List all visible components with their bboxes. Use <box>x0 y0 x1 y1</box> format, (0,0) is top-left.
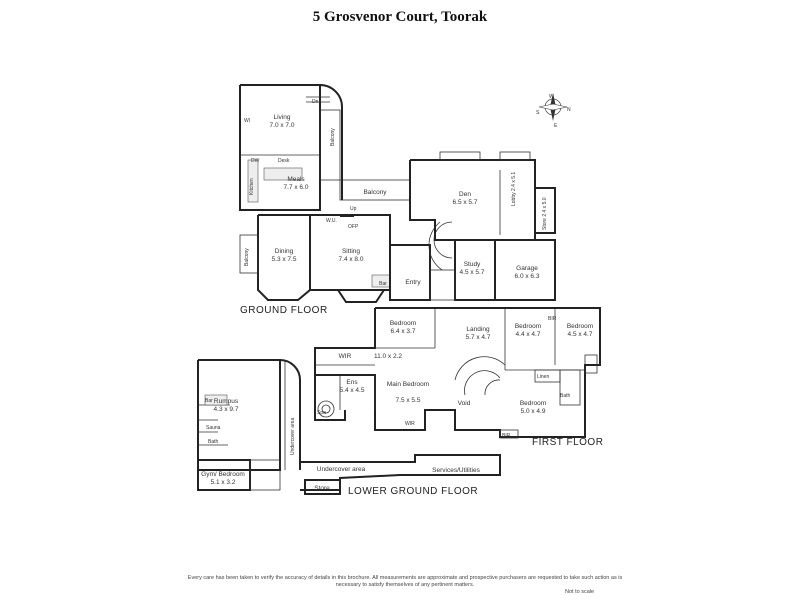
label-bath-first: Bath <box>560 393 571 399</box>
room-den-name: Den <box>459 191 471 198</box>
room-garage-name: Garage <box>516 265 538 272</box>
room-main-bedroom-name: Main Bedroom <box>387 381 429 388</box>
label-bath-lower: Bath <box>208 439 219 445</box>
label-dw: DW <box>251 158 260 164</box>
room-ens-dims: 5.4 x 4.5 <box>340 387 365 394</box>
room-dining-name: Dining <box>275 248 294 255</box>
room-services-name: Services/Utilities <box>432 467 480 474</box>
room-living-dims: 7.0 x 7.0 <box>270 122 295 129</box>
compass-e: N <box>567 107 571 113</box>
room-gym-name: Gym/ Bedroom <box>201 471 245 478</box>
room-rumpus-name: Rumpus <box>214 398 239 405</box>
room-sitting-name: Sitting <box>342 248 360 255</box>
room-landing-dims: 5.7 x 4.7 <box>466 334 491 341</box>
room-bedroom2-dims: 4.4 x 4.7 <box>516 331 541 338</box>
label-bar-lower: Bar <box>205 398 213 404</box>
room-landing-name: Landing <box>466 326 490 333</box>
label-undercover-vertical: Undercover area <box>290 418 296 455</box>
label-up-balcony: Up <box>350 206 357 212</box>
label-wi: WI <box>244 118 250 124</box>
room-meals-dims: 7.7 x 6.0 <box>284 184 309 191</box>
lower-ground-floor-plan <box>197 359 501 495</box>
room-meals-name: Meals <box>287 176 305 183</box>
ground-floor-plan <box>239 84 556 303</box>
room-study-name: Study <box>464 261 481 268</box>
label-bir-bottom: BIR <box>502 433 511 439</box>
room-den-dims: 6.5 x 5.7 <box>453 199 478 206</box>
room-store-lower-name: Store <box>314 485 330 492</box>
label-lobby-vertical: Lobby 2.4 x 5.1 <box>511 172 517 206</box>
room-garage-dims: 6.0 x 6.3 <box>515 273 540 280</box>
room-bedroom4-dims: 5.0 x 4.9 <box>521 408 546 415</box>
room-study-dims: 4.5 x 5.7 <box>460 269 485 276</box>
room-wir1-dims: 11.0 x 2.2 <box>374 353 402 360</box>
label-wir-main: WIR <box>405 421 415 427</box>
room-bedroom3-dims: 4.5 x 4.7 <box>568 331 593 338</box>
label-wu: W.U. <box>326 218 337 224</box>
compass-s: E <box>554 123 558 129</box>
room-bedroom3-name: Bedroom <box>567 323 593 330</box>
label-bir-first: BIR <box>548 316 557 322</box>
room-wir1-name: WIR <box>339 353 352 360</box>
scale-note: Not to scale <box>565 589 595 595</box>
label-sauna: Sauna <box>206 425 221 431</box>
room-rumpus-dims: 4.3 x 9.7 <box>214 406 239 413</box>
room-bedroom2-name: Bedroom <box>515 323 541 330</box>
label-linen: Linen <box>537 374 549 380</box>
room-ens-name: Ens <box>346 379 358 386</box>
page-title: 5 Grosvenor Court, Toorak <box>312 9 488 25</box>
label-dn-living: Dn <box>312 99 319 105</box>
compass-rose-icon: W N E S <box>536 93 571 129</box>
room-living-name: Living <box>274 114 291 121</box>
floor-label-lower: LOWER GROUND FLOOR <box>348 486 478 497</box>
room-void-name: Void <box>458 400 471 407</box>
label-balcony-vertical: Balcony <box>330 128 336 146</box>
first-floor-plan <box>314 307 601 439</box>
label-spa: Spa <box>317 410 326 416</box>
room-gym-dims: 5.1 x 3.2 <box>211 479 236 486</box>
floor-label-ground: GROUND FLOOR <box>240 305 328 316</box>
room-dining-dims: 5.3 x 7.5 <box>272 256 297 263</box>
room-entry-name: Entry <box>405 279 421 286</box>
compass-w: S <box>536 110 540 116</box>
label-balcony-dining: Balcony <box>244 248 250 266</box>
room-balcony-name: Balcony <box>363 189 387 196</box>
room-undercover-name: Undercover area <box>317 466 366 473</box>
room-sitting-dims: 7.4 x 8.0 <box>339 256 364 263</box>
room-bar-ground: Bar <box>379 281 387 287</box>
room-bedroom4-name: Bedroom <box>520 400 546 407</box>
floor-label-first: FIRST FLOOR <box>532 437 603 448</box>
room-bedroom1-name: Bedroom <box>390 320 416 327</box>
label-desk: Desk <box>278 158 290 164</box>
label-store-vertical: Store 2.4 x 5.0 <box>542 197 548 230</box>
room-main-bedroom-dims: 7.5 x 5.5 <box>396 397 421 404</box>
compass-n: W <box>549 94 554 100</box>
label-ofp: OFP <box>348 224 359 230</box>
room-kitchen-name: Kitchen <box>249 178 255 195</box>
room-bedroom1-dims: 6.4 x 3.7 <box>391 328 416 335</box>
disclaimer-text: Every care has been taken to verify the … <box>187 575 623 588</box>
